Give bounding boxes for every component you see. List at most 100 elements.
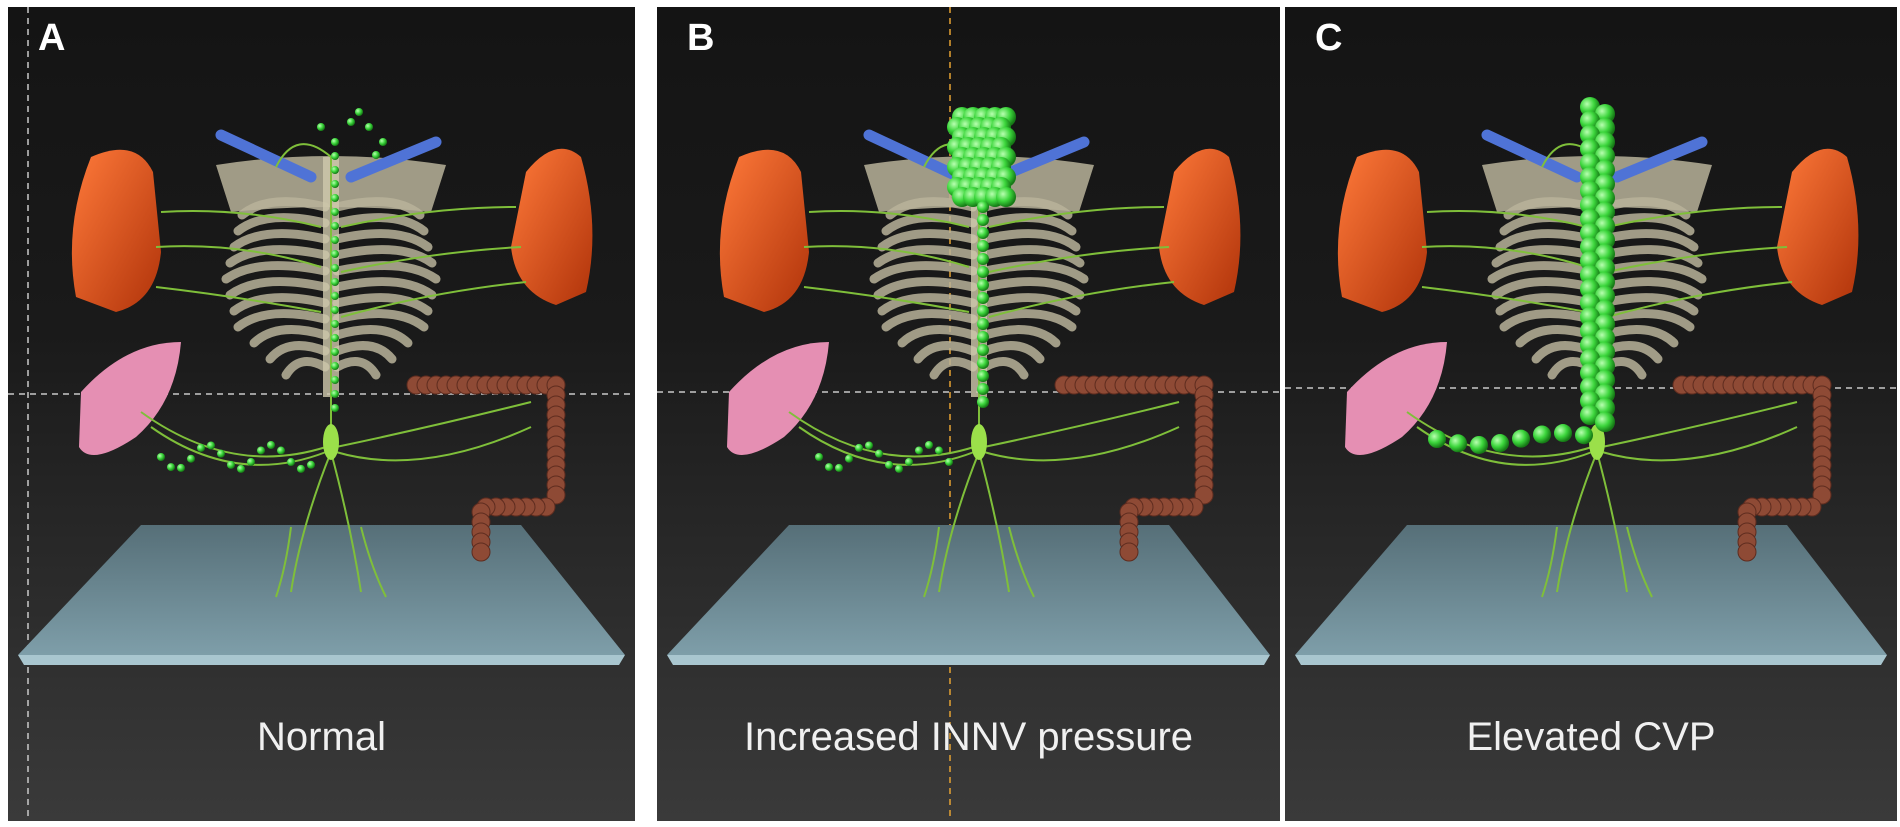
lymph-node <box>1595 300 1615 320</box>
lymph-node <box>157 453 165 461</box>
lymph-vessel <box>335 401 532 448</box>
anatomy-scene <box>1285 97 1897 665</box>
lymph-vessel <box>923 526 940 598</box>
lymph-node <box>977 253 989 265</box>
lymph-vessel <box>1606 246 1788 273</box>
rib-left <box>229 293 330 316</box>
rib-right <box>980 229 1081 252</box>
lymph-node <box>1580 279 1600 299</box>
panel-label: A <box>38 17 66 59</box>
lymph-node <box>1491 434 1509 453</box>
lymph-node <box>331 278 339 286</box>
rib-right <box>332 293 433 316</box>
left-spleen <box>1337 149 1427 312</box>
rib-left <box>873 277 978 300</box>
lymph-node <box>1580 237 1600 257</box>
lymph-node <box>977 344 989 356</box>
lymph-node <box>1595 342 1615 362</box>
lymph-node <box>1595 244 1615 264</box>
lymph-node <box>1533 425 1551 444</box>
lymph-node <box>207 441 215 450</box>
rib-left <box>881 309 978 332</box>
lymph-node <box>277 446 285 455</box>
lymph-node <box>1580 405 1600 425</box>
rib-right <box>332 229 433 252</box>
lymph-node <box>331 222 339 230</box>
lymph-vessel <box>1601 426 1798 462</box>
lymph-node <box>331 306 339 314</box>
panel-caption: Increased INNV pressure <box>743 715 1194 759</box>
lymph-nodes <box>815 107 1016 473</box>
rib-left <box>913 341 978 364</box>
lymph-vessel <box>1421 245 1588 268</box>
left-spleen <box>719 149 809 312</box>
rib-left <box>281 357 330 380</box>
right-subclavian-vein <box>1611 136 1708 183</box>
rib-left <box>873 245 978 268</box>
rib-right <box>980 325 1061 348</box>
rib-left <box>869 261 978 284</box>
platform-edge <box>1295 655 1887 665</box>
rib-left <box>877 293 978 316</box>
cisterna-chyli <box>323 424 339 460</box>
lymph-node <box>865 441 873 450</box>
lymph-node <box>331 194 339 202</box>
lymph-node <box>1580 335 1600 355</box>
left-subclavian-vein <box>215 129 317 183</box>
lymph-vessel <box>1601 401 1798 448</box>
lymph-node <box>1580 363 1600 383</box>
lymph-node <box>977 279 989 291</box>
lymph-node <box>1595 160 1615 180</box>
rib-right <box>980 261 1089 284</box>
platform <box>667 525 1270 655</box>
lymph-node <box>1595 272 1615 292</box>
colon <box>1054 375 1214 562</box>
lymph-node <box>1595 188 1615 208</box>
lymph-node <box>331 208 339 216</box>
lymph-node <box>1580 265 1600 285</box>
lymph-node <box>1428 430 1446 448</box>
lymph-node <box>1595 132 1615 152</box>
lymph-node <box>331 362 339 370</box>
lymph-node <box>996 187 1016 207</box>
lymph-node <box>1580 195 1600 215</box>
lymph-node <box>1580 139 1600 159</box>
lymph-node <box>1580 223 1600 243</box>
lymph-vessel <box>340 206 517 228</box>
rib-right <box>332 277 437 300</box>
lymph-node <box>1595 286 1615 306</box>
lymph-node <box>1595 104 1615 124</box>
lymph-node <box>1449 434 1467 453</box>
lymph-node <box>347 118 355 126</box>
lymph-vessel <box>290 451 332 593</box>
lymph-node <box>977 214 989 226</box>
right-spleen <box>1159 148 1241 305</box>
lymph-node <box>331 250 339 258</box>
lymph-node <box>1580 377 1600 397</box>
rib-right <box>332 245 437 268</box>
lymph-node <box>845 454 853 463</box>
lymph-node <box>977 331 989 343</box>
right-subclavian-vein <box>345 136 442 183</box>
lymph-vessel <box>1556 451 1598 593</box>
cisterna-chyli <box>1589 424 1605 460</box>
lymph-vessel <box>1406 411 1593 458</box>
rib-left <box>265 341 330 364</box>
rib-right <box>332 309 429 332</box>
left-spleen <box>71 149 161 312</box>
lymph-vessel <box>1626 526 1653 598</box>
lymph-node <box>977 383 989 395</box>
liver <box>1345 342 1447 455</box>
lymph-node <box>177 463 185 472</box>
anatomy-scene <box>8 7 635 821</box>
lymph-node <box>307 460 315 469</box>
lymph-vessel <box>360 526 387 598</box>
lymph-node <box>1595 216 1615 236</box>
rib-right <box>332 325 413 348</box>
panel-normal: A Normal <box>8 7 635 821</box>
lymph-node <box>372 151 380 159</box>
lymph-node <box>945 458 953 467</box>
lymph-node <box>257 446 265 455</box>
lymph-vessel <box>155 286 322 313</box>
lymph-node <box>1580 111 1600 131</box>
